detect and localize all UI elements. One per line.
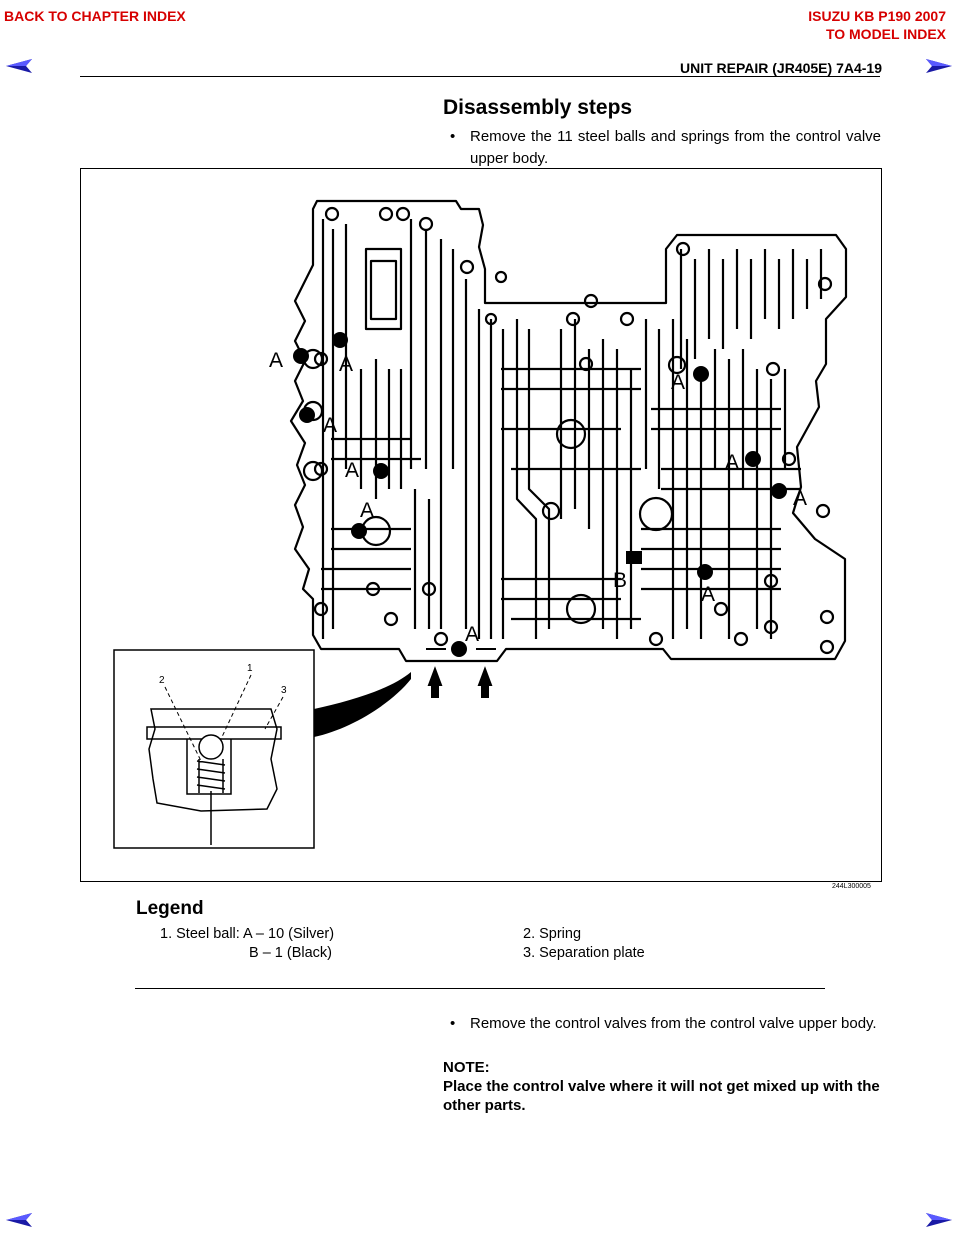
model-name-link[interactable]: ISUZU KB P190 2007 (808, 8, 946, 24)
label-a: A (465, 623, 479, 646)
label-b: B (613, 569, 627, 592)
arrow-left-icon[interactable] (4, 1212, 34, 1228)
page-title: Disassembly steps (443, 96, 633, 119)
legend-item-separation-plate: 3. Separation plate (523, 945, 645, 961)
header-rule (80, 76, 880, 77)
legend-title: Legend (136, 898, 204, 919)
label-a: A (345, 459, 359, 482)
legend-item-steel-ball-b: B – 1 (Black) (249, 945, 332, 961)
ball-labels: A A A A A A A A A A B (269, 349, 807, 646)
step-text: Remove the control valves from the contr… (470, 1015, 877, 1032)
bullet-icon: • (450, 1015, 456, 1032)
back-to-chapter-index-link[interactable]: BACK TO CHAPTER INDEX (4, 8, 186, 24)
inset-detail: 2 1 3 (113, 649, 315, 849)
inset-label-2: 2 (159, 675, 165, 686)
note-label: NOTE: (443, 1059, 490, 1076)
legend-rule (135, 988, 825, 989)
note-text: Place the control valve where it will no… (443, 1078, 880, 1114)
to-model-index-link[interactable]: TO MODEL INDEX (825, 26, 946, 42)
inset-label-3: 3 (281, 685, 287, 696)
step-text: Remove the 11 steel balls and springs fr… (470, 128, 881, 167)
arrow-right-icon[interactable] (924, 58, 954, 74)
valve-body-diagram: A A A A A A A A A A B (113, 199, 848, 849)
inset-label-1: 1 (247, 663, 253, 674)
label-a: A (701, 583, 715, 606)
label-a: A (725, 451, 739, 474)
page-header: UNIT REPAIR (JR405E) 7A4-19 (679, 60, 882, 76)
label-a: A (339, 353, 353, 376)
bullet-icon: • (450, 128, 456, 145)
arrow-left-icon[interactable] (4, 58, 34, 74)
step-item: • Remove the 11 steel balls and springs … (440, 126, 881, 170)
legend-item-spring: 2. Spring (523, 926, 582, 942)
label-a: A (269, 349, 283, 372)
label-a: A (793, 487, 807, 510)
label-a: A (360, 499, 374, 522)
note: NOTE: Place the control valve where it w… (443, 1058, 883, 1115)
figure-code: 244L300005 (832, 883, 871, 890)
label-a: A (323, 414, 337, 437)
figure: A A A A A A A A A A B (80, 168, 882, 882)
arrow-right-icon[interactable] (924, 1212, 954, 1228)
label-a: A (671, 371, 685, 394)
legend-item-steel-ball: 1. Steel ball: A – 10 (Silver) (160, 926, 335, 942)
step-item: • Remove the control valves from the con… (440, 1013, 881, 1035)
